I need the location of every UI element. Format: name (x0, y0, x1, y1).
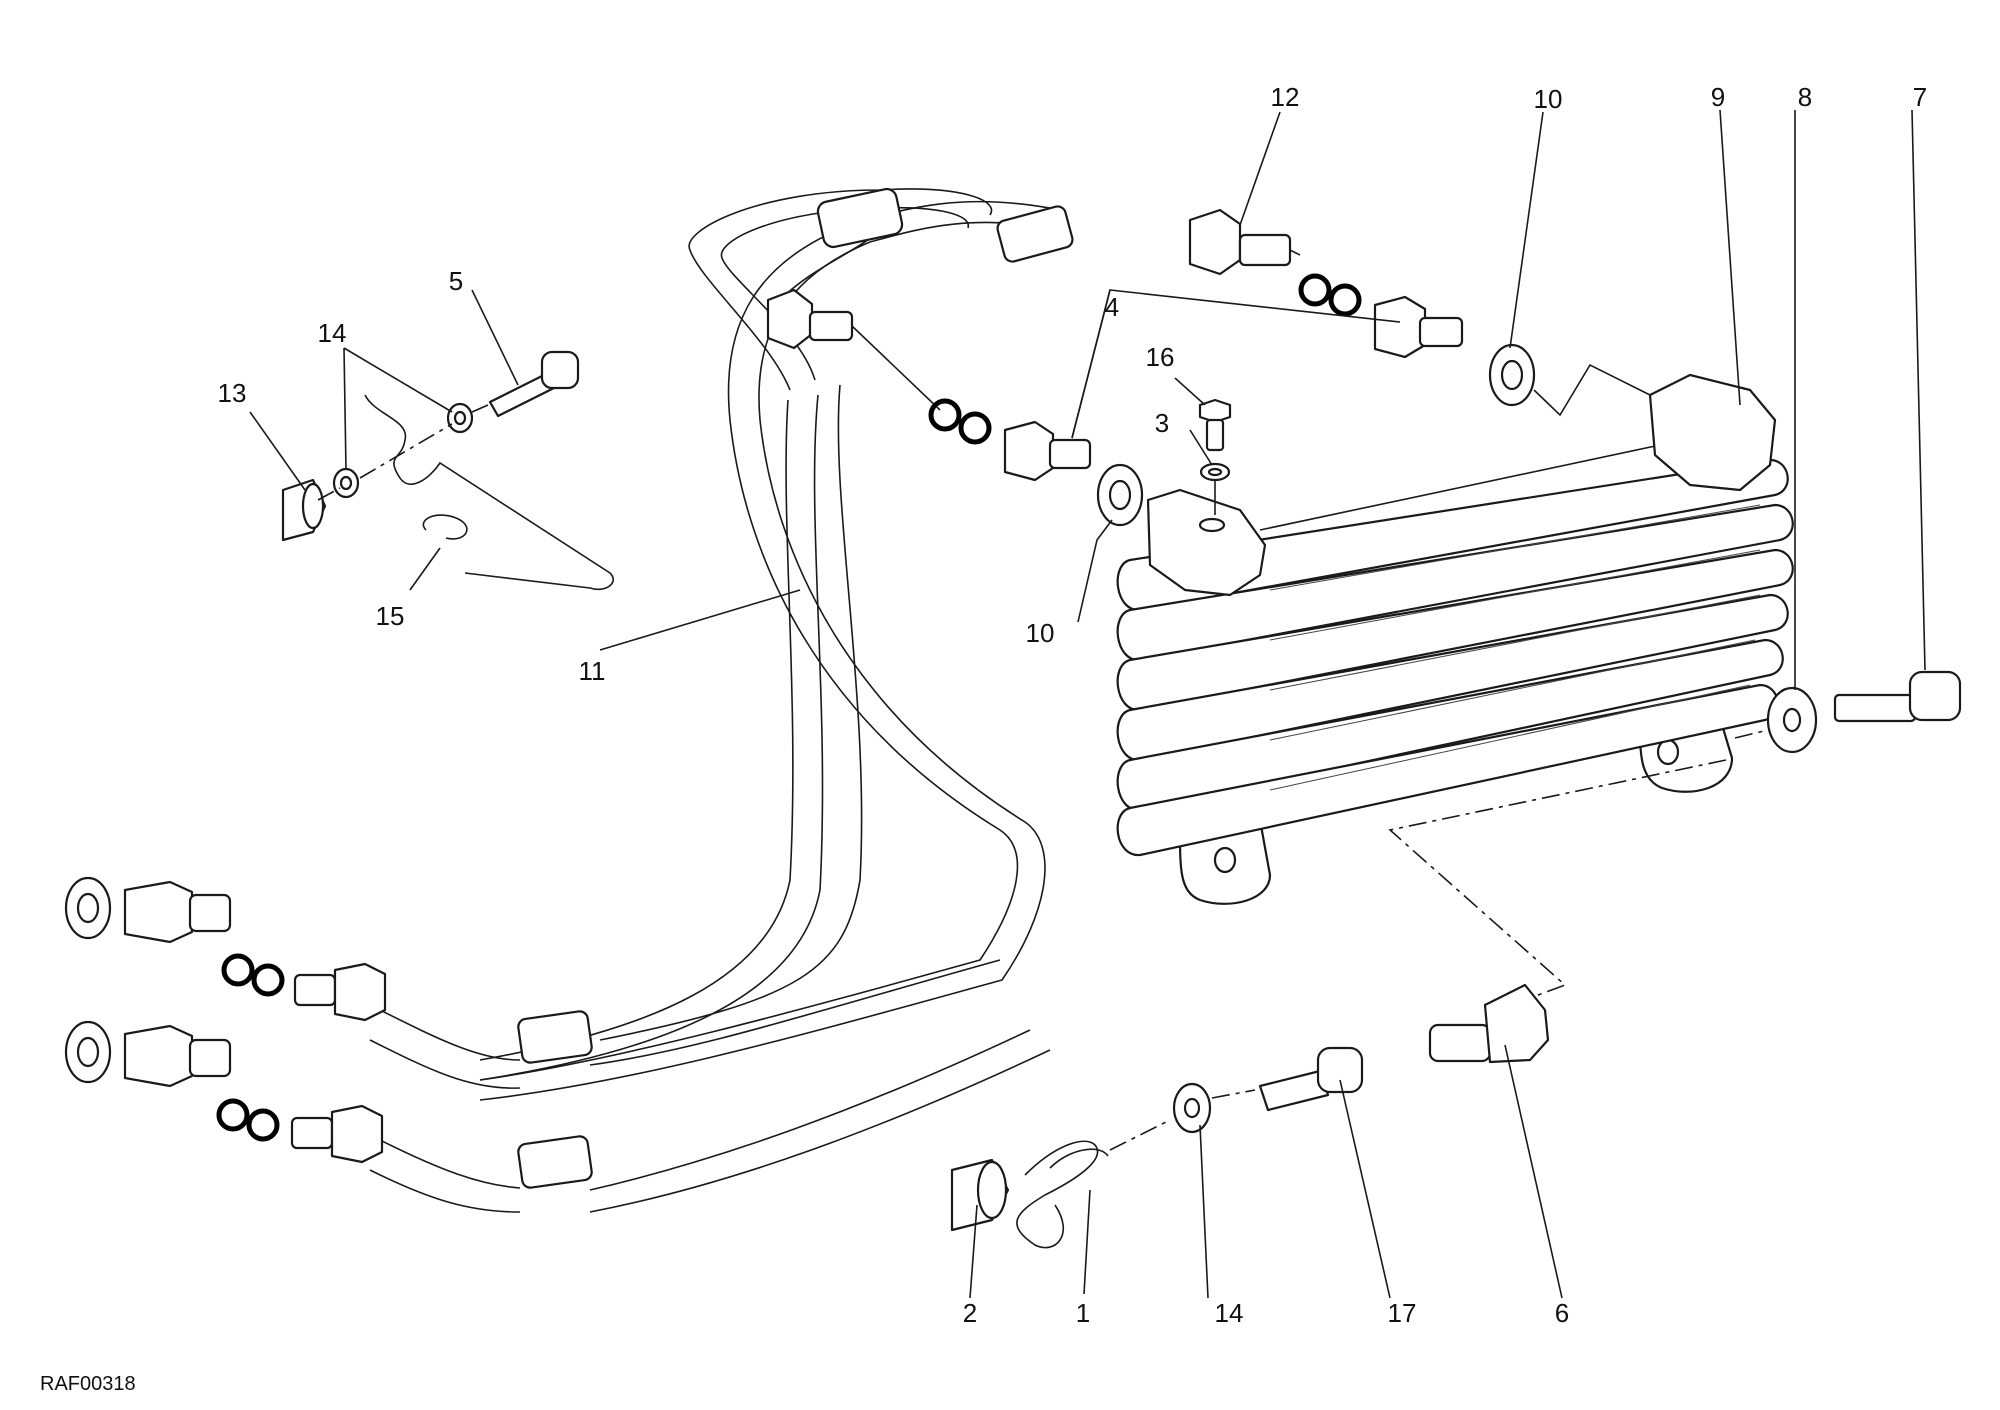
cooler-fins (1269, 504, 1761, 791)
callout-11: 11 (579, 656, 606, 686)
bleed-screw (1198, 398, 1232, 515)
callout-1: 1 (1076, 1298, 1090, 1328)
bracket-15 (364, 394, 614, 591)
left-fitting-upper (64, 876, 387, 1022)
leader-lines (249, 109, 1926, 1299)
left-fitting-lower (64, 1020, 384, 1164)
washer-14-top-large (446, 402, 474, 434)
bolt-17 (1258, 1046, 1364, 1112)
clip-1 (1016, 1140, 1109, 1249)
hose-left-ends (369, 959, 1051, 1213)
callout-3: 3 (1155, 408, 1169, 438)
callout-labels: 1 2 3 4 5 6 7 8 9 10 10 11 12 13 14 14 1… (218, 82, 1928, 1328)
callout-14-bottom: 14 (1215, 1298, 1244, 1328)
upper-fitting (1188, 208, 1651, 417)
callout-7: 7 (1913, 82, 1927, 112)
washer-14-bottom (1172, 1082, 1212, 1134)
callout-12: 12 (1271, 82, 1300, 112)
callout-10-upper: 10 (1534, 84, 1563, 114)
spacer-2 (950, 1158, 1010, 1232)
callout-5: 5 (449, 266, 463, 296)
middle-fitting (766, 288, 1144, 527)
washer-14-top-small (332, 467, 360, 499)
callout-9: 9 (1711, 82, 1725, 112)
callout-14-top: 14 (318, 318, 347, 348)
callout-16: 16 (1146, 342, 1175, 372)
callout-15: 15 (376, 601, 405, 631)
spacer-13 (281, 478, 327, 542)
spacer-6 (1428, 983, 1550, 1064)
callout-17: 17 (1388, 1298, 1417, 1328)
callout-6: 6 (1555, 1298, 1569, 1328)
document-code: RAF00318 (40, 1373, 136, 1395)
bolt-7 (1833, 670, 1962, 723)
oil-hoses (479, 187, 1074, 1189)
bolt-5 (488, 350, 580, 418)
callout-10-lower: 10 (1026, 618, 1055, 648)
callout-8: 8 (1798, 82, 1812, 112)
oil-cooler (1116, 373, 1794, 905)
callout-4: 4 (1105, 292, 1119, 322)
callout-2: 2 (963, 1298, 977, 1328)
grommet-8 (1766, 686, 1818, 754)
callout-13: 13 (218, 378, 247, 408)
